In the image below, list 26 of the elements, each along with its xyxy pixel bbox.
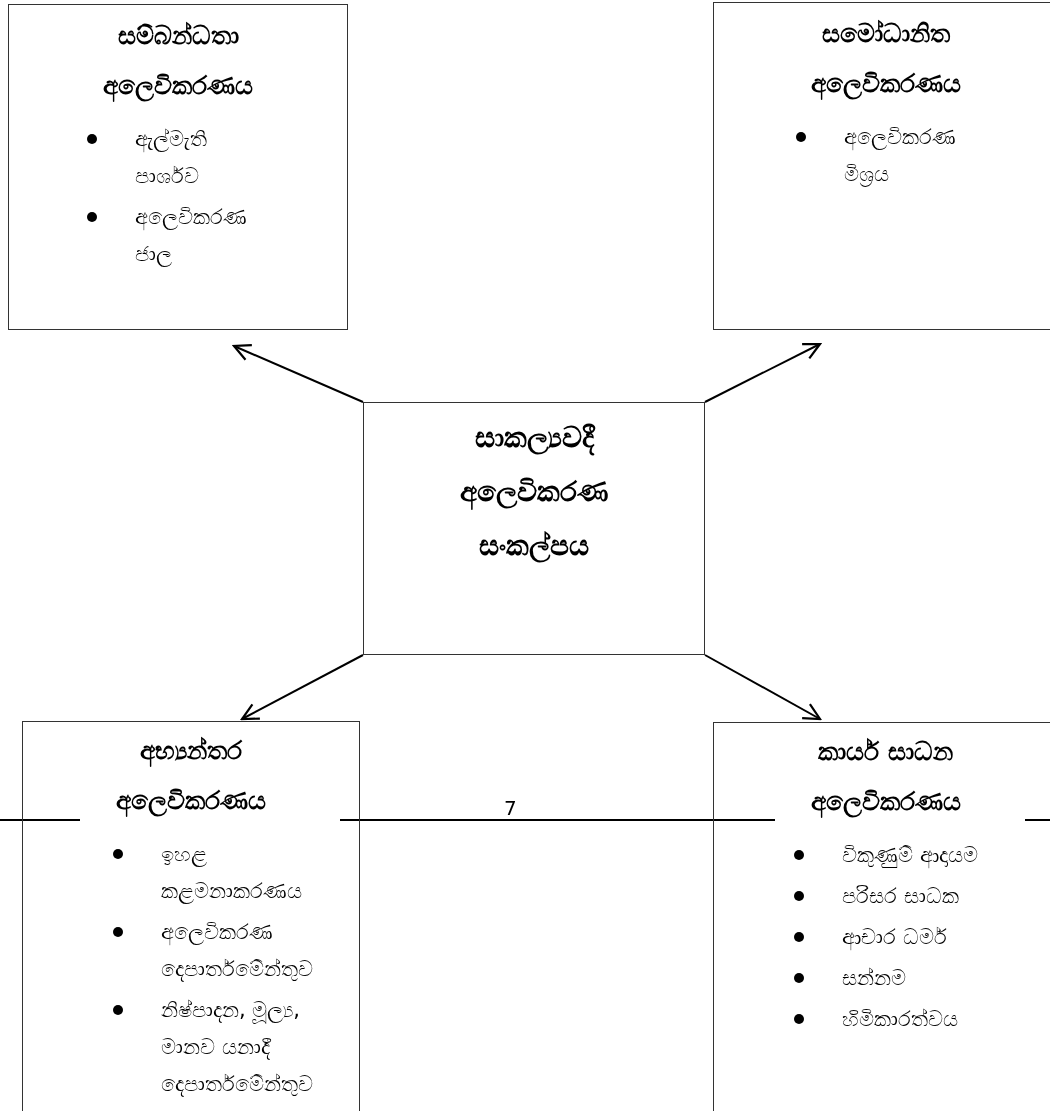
concept-box	[713, 2, 1050, 330]
concept-box	[8, 4, 348, 330]
arrow	[704, 342, 822, 403]
bullet-text: සන්නම	[842, 965, 906, 992]
bullet-text: අලෙවිකරණ මිශ්‍රය	[844, 124, 957, 189]
arrow	[240, 654, 364, 721]
concept-box	[713, 722, 1050, 1111]
bullet-text: ඉහළ කළමනාකරණය	[161, 841, 303, 906]
bullet-text: හිමිකාරත්වය	[842, 1006, 958, 1033]
concept-box	[363, 402, 705, 655]
page-number: 7	[504, 796, 517, 820]
box-heading: සමෝධානිත අලෙවිකරණය	[809, 18, 962, 102]
box-heading: සම්බන්ධතා අලෙවිකරණය	[102, 20, 254, 104]
bullet-text: නිෂ්පාදන, මූල්‍ය, මානව යනාදී දෙපාර්තමේන්තුව	[161, 997, 314, 1099]
bullet-text: අලෙවිකරණ දෙපාර්තමේන්තුව	[161, 919, 314, 984]
box-heading: අභ්‍යන්තර අලෙවිකරණය	[115, 735, 267, 819]
bullet-text: පරිසර සාධක	[842, 883, 959, 910]
bullet-text: විකුණුම් ආදායම	[842, 842, 978, 870]
bullet-text: ඇල්මැති පාර්ශව	[135, 126, 208, 190]
concept-box	[22, 721, 360, 1111]
arrow	[704, 654, 822, 721]
bullet-text: අලෙවිකරණ ජාල	[135, 204, 248, 269]
bullet-text: ආචාර ධර්ම	[842, 924, 947, 952]
arrow	[232, 343, 364, 403]
box-heading: සාකල්‍යවදී අලෙවිකරණ සංකල්පය	[459, 420, 609, 565]
box-heading: කාර්ය සාධන අලෙවිකරණය	[809, 736, 962, 820]
